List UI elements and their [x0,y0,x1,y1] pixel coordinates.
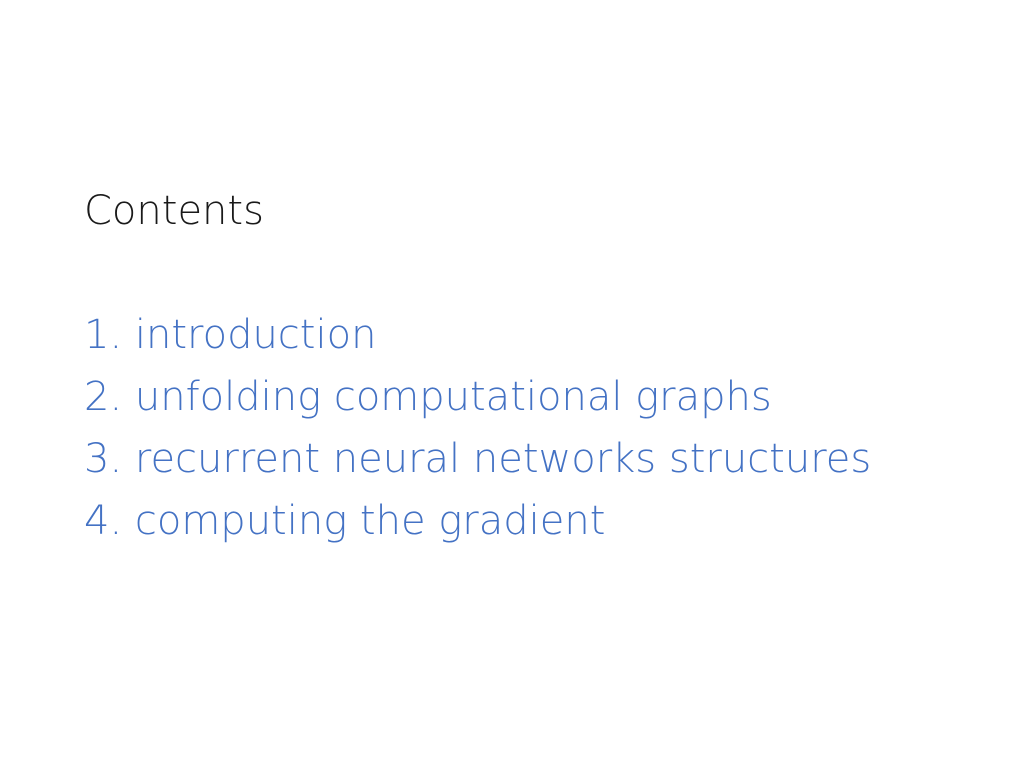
contents-item-computing-gradient: 4. computing the gradient [84,498,606,544]
contents-item-unfolding-graphs: 2. unfolding computational graphs [84,374,772,420]
slide-title: Contents [84,188,264,234]
contents-item-introduction: 1. introduction [84,312,377,358]
contents-list: 1. introduction 2. unfolding computation… [84,304,871,552]
contents-item-rnn-structures: 3. recurrent neural networks structures [84,436,872,482]
